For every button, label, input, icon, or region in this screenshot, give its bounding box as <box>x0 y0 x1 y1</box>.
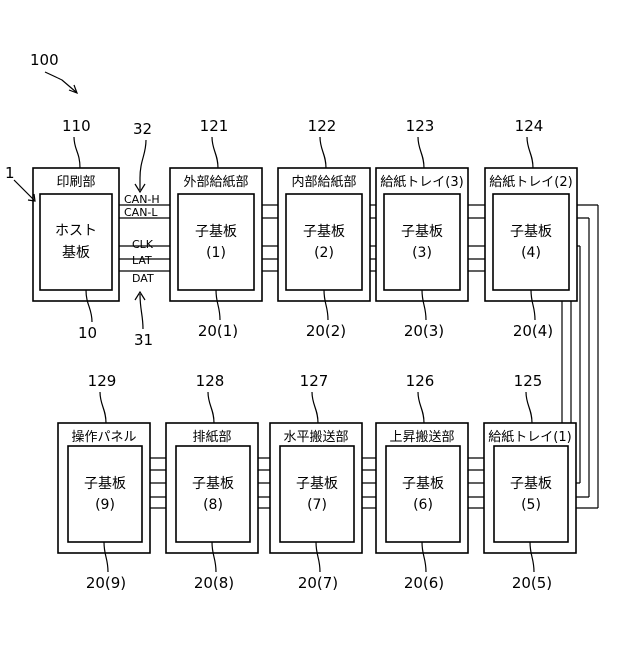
can-bus-ref: 32 <box>133 120 152 138</box>
top-unit-1: 内部給紙部子基板 (2) 122 20(2) <box>278 117 370 340</box>
bottom-unit-0: 操作パネル子基板 (9) 129 20(9) <box>58 372 150 592</box>
bottom-row-units: 操作パネル子基板 (9) 129 20(9) 排紙部子基板 (8) 128 20(8) 水平搬送… <box>58 372 576 592</box>
system-ref: 100 <box>30 51 59 69</box>
top-child-board-label: 子基板 <box>195 223 237 240</box>
top-unit-ref-leader <box>320 137 326 168</box>
host-board-line2: 基板 <box>62 244 90 261</box>
top-unit-ref-leader <box>418 137 424 168</box>
bottom-child-board-label: 子基板 <box>296 475 338 492</box>
signal-can-l: CAN-L <box>124 206 158 219</box>
top-unit-label: 内部給紙部 <box>291 174 356 190</box>
host-unit-label: 印刷部 <box>56 175 95 190</box>
bottom-board-ref: 20(8) <box>194 574 234 592</box>
top-unit-label: 外部給紙部 <box>183 175 248 190</box>
bottom-unit-3: 上昇搬送部子基板 (6) 126 20(6) <box>376 372 468 592</box>
serial-bus-ref: 31 <box>134 331 153 349</box>
bottom-unit-ref: 128 <box>196 372 225 390</box>
system-ref-arrow <box>45 72 76 92</box>
bottom-child-board-label: 子基板 <box>510 475 552 492</box>
top-child-board-label: 子基板 <box>510 223 552 240</box>
top-unit-3: 給紙トレイ(2) 子基板 (4) 124 20(4) <box>485 117 577 340</box>
bottom-unit-label: 排紙部 <box>192 430 231 445</box>
top-board-ref: 20(4) <box>513 322 553 340</box>
top-child-board-number: (3) <box>412 245 432 261</box>
bottom-board-ref: 20(9) <box>86 574 126 592</box>
bottom-unit-ref: 129 <box>88 372 117 390</box>
top-child-board-label: 子基板 <box>401 223 443 240</box>
bottom-child-board <box>68 446 142 542</box>
bottom-child-board-number: (8) <box>203 497 223 513</box>
top-unit-2: 給紙トレイ(3) 子基板 (3) 123 20(3) <box>376 117 468 340</box>
top-board-ref: 20(1) <box>198 322 238 340</box>
host-unit-ref-leader <box>74 137 80 168</box>
top-child-board-number: (2) <box>314 245 334 261</box>
top-row-units: 外部給紙部子基板 (1) 121 20(1) 内部給紙部子基板 (2) 122 20(2) 給紙… <box>170 117 577 340</box>
bottom-child-board-label: 子基板 <box>84 475 126 492</box>
serial-bus-ref-leader <box>140 294 143 329</box>
bottom-child-board-number: (7) <box>307 497 327 513</box>
bottom-child-board-number: (6) <box>413 497 433 513</box>
can-bus-ref-leader <box>140 140 146 190</box>
host-board-ref: 10 <box>78 324 97 342</box>
top-child-board <box>286 194 362 290</box>
host-unit-ref: 110 <box>62 117 91 135</box>
host-unit: 印刷部 ホスト 基板 <box>33 168 119 301</box>
bottom-child-board-number: (5) <box>521 497 541 513</box>
top-child-board-number: (1) <box>206 245 226 261</box>
bottom-unit-2: 水平搬送部子基板 (7) 127 20(7) <box>270 372 362 592</box>
bottom-child-board-label: 子基板 <box>192 475 234 492</box>
top-unit-ref-leader <box>212 137 218 168</box>
bottom-unit-ref-leader <box>418 392 424 423</box>
top-unit-0: 外部給紙部子基板 (1) 121 20(1) <box>170 117 262 340</box>
bottom-unit-ref-leader <box>208 392 214 423</box>
top-unit-ref-leader <box>527 137 533 168</box>
top-child-board <box>384 194 460 290</box>
bottom-unit-1: 排紙部子基板 (8) 128 20(8) <box>166 372 258 592</box>
top-unit-ref: 121 <box>200 117 229 135</box>
top-board-ref: 20(2) <box>306 322 346 340</box>
signal-can-h: CAN-H <box>124 193 160 206</box>
host-side-ref: 1 <box>5 164 15 182</box>
bottom-unit-label: 上昇搬送部 <box>389 430 454 445</box>
bottom-child-board-number: (9) <box>95 497 115 513</box>
bottom-board-ref: 20(6) <box>404 574 444 592</box>
bottom-unit-ref: 126 <box>406 372 435 390</box>
host-board <box>40 194 112 290</box>
signal-clk: CLK <box>132 238 154 251</box>
bottom-unit-ref-leader <box>312 392 318 423</box>
top-child-board <box>178 194 254 290</box>
host-side-ref-arrow <box>14 180 34 200</box>
bottom-unit-label: 操作パネル <box>71 429 136 445</box>
bottom-unit-ref-leader <box>526 392 532 423</box>
signal-dat: DAT <box>132 272 154 285</box>
bottom-child-board <box>280 446 354 542</box>
top-child-board <box>493 194 569 290</box>
bottom-unit-ref: 125 <box>514 372 543 390</box>
bottom-unit-label: 給紙トレイ(1) <box>488 430 571 445</box>
bottom-child-board <box>176 446 250 542</box>
top-unit-label: 給紙トレイ(3) <box>380 175 463 190</box>
top-child-board-number: (4) <box>521 245 541 261</box>
top-board-ref: 20(3) <box>404 322 444 340</box>
top-unit-label: 給紙トレイ(2) <box>489 175 572 190</box>
bottom-child-board-label: 子基板 <box>402 475 444 492</box>
signal-lat: LAT <box>132 254 152 267</box>
bottom-unit-ref-leader <box>100 392 106 423</box>
bottom-unit-label: 水平搬送部 <box>283 430 348 445</box>
bottom-board-ref: 20(5) <box>512 574 552 592</box>
bottom-child-board <box>386 446 460 542</box>
top-child-board-label: 子基板 <box>303 223 345 240</box>
bottom-unit-ref: 127 <box>300 372 329 390</box>
top-unit-ref: 124 <box>515 117 544 135</box>
bottom-board-ref: 20(7) <box>298 574 338 592</box>
top-unit-ref: 123 <box>406 117 435 135</box>
bottom-child-board <box>494 446 568 542</box>
host-board-line1: ホスト <box>55 223 97 239</box>
top-unit-ref: 122 <box>308 117 337 135</box>
